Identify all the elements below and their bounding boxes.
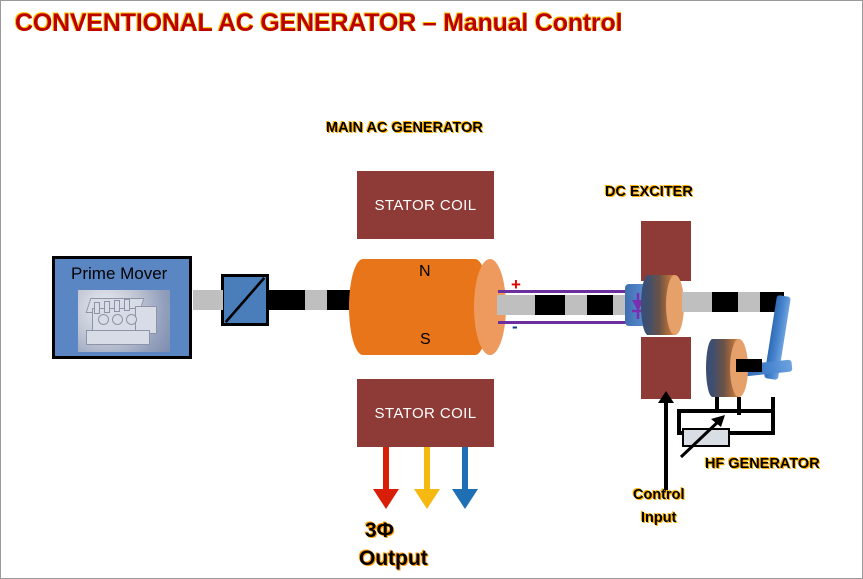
rheostat-arrow-icon xyxy=(679,415,725,459)
shaft-segment xyxy=(712,292,738,312)
shaft-segment xyxy=(305,290,327,310)
polarity-plus-label: + xyxy=(511,275,521,294)
exciter-stator-top xyxy=(641,221,691,281)
shaft-segment xyxy=(327,290,353,310)
stator-coil-top: STATOR COIL xyxy=(357,171,494,239)
dc-exciter-label: DC EXCITER xyxy=(605,184,693,200)
page-title: CONVENTIONAL AC GENERATOR – Manual Contr… xyxy=(15,9,623,37)
polarity-minus-label: - xyxy=(512,317,518,336)
phase-arrow-r xyxy=(373,489,399,509)
phase-line-b xyxy=(462,447,468,491)
hf-loop-wire-top xyxy=(677,409,775,413)
stator-coil-bottom: STATOR COIL xyxy=(357,379,494,447)
excitation-wire-positive xyxy=(498,290,636,293)
rotor-south-label: S xyxy=(420,331,431,348)
variable-resistor-icon xyxy=(682,428,730,447)
hf-loop-wire-left xyxy=(677,409,681,431)
shaft-segment xyxy=(565,295,587,315)
current-arrow-icon xyxy=(658,391,674,403)
hf-rotor-lead-right xyxy=(737,397,741,415)
shaft-segment xyxy=(587,295,613,315)
hf-rotor-lead-left xyxy=(715,397,719,411)
output-label-line2: Output xyxy=(359,547,428,570)
engine-image xyxy=(78,290,170,352)
shaft-segment xyxy=(269,290,305,310)
control-input-label-line2: Input xyxy=(641,510,677,526)
shaft-segment xyxy=(497,295,535,315)
shaft-segment xyxy=(201,290,223,310)
prime-mover-label: Prime Mover xyxy=(71,264,168,283)
rheostat-lead-right xyxy=(728,431,774,435)
shaft-segment xyxy=(738,292,760,312)
exciter-stator-bottom xyxy=(641,337,691,399)
phase-arrow-b xyxy=(452,489,478,509)
hf-generator-label: HF GENERATOR xyxy=(705,456,820,472)
phase-line-r xyxy=(383,447,389,491)
phase-arrow-y xyxy=(414,489,440,509)
main-rotor-body xyxy=(349,259,489,355)
hf-loop-wire-right xyxy=(771,397,775,435)
rotor-north-label: N xyxy=(419,263,431,280)
main-generator-label: MAIN AC GENERATOR xyxy=(326,120,483,136)
shaft-segment xyxy=(535,295,565,315)
output-label-line1: 3Φ xyxy=(365,519,394,542)
exciter-rotor-face xyxy=(666,275,684,335)
control-input-label-line1: Control xyxy=(633,487,685,503)
control-input-wire xyxy=(664,399,668,491)
prime-mover-block: Prime Mover xyxy=(52,256,192,359)
hf-shaft-segment xyxy=(736,359,762,372)
coupling-icon xyxy=(221,274,269,326)
shaft-segment xyxy=(682,292,712,312)
phase-line-y xyxy=(424,447,430,491)
excitation-wire-negative xyxy=(498,321,636,324)
